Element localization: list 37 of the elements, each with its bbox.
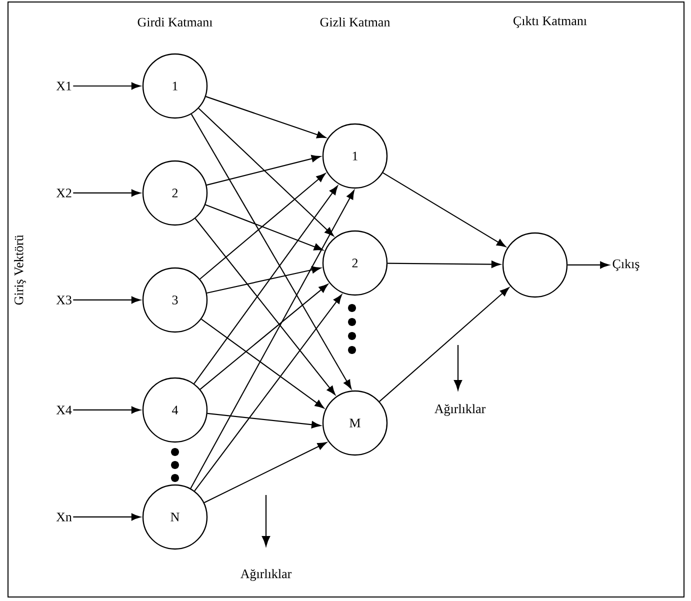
input-label: X4 <box>56 406 72 414</box>
arrow <box>206 266 321 294</box>
arrow <box>73 82 141 90</box>
arrow <box>198 108 334 236</box>
layer-title: Girdi Katmanı <box>138 17 212 27</box>
arrow <box>194 294 342 492</box>
input-label: Xn <box>56 512 72 522</box>
neuron-circle <box>502 232 568 298</box>
arrow <box>73 189 141 197</box>
arrow <box>200 284 328 390</box>
arrow <box>190 114 352 390</box>
weights-label: Ağırlıklar <box>434 404 486 416</box>
layer-title: Çıktı Katmanı <box>514 16 587 28</box>
input-label: X3 <box>56 296 72 304</box>
arrow <box>190 190 354 489</box>
arrow <box>200 173 326 280</box>
arrow <box>206 96 326 138</box>
arrow <box>73 513 141 521</box>
arrow <box>194 186 338 384</box>
weights-label: Ağırlıklar <box>240 569 292 581</box>
arrow <box>207 412 321 428</box>
arrow <box>73 406 141 414</box>
input-label: X2 <box>56 188 72 198</box>
output-label: Çıkış <box>612 259 640 271</box>
arrow <box>73 296 141 304</box>
arrow <box>206 155 321 186</box>
arrow <box>388 260 501 268</box>
input-label: X1 <box>56 82 72 90</box>
arrow <box>205 204 324 250</box>
arrow <box>201 318 324 408</box>
arrow <box>382 172 506 248</box>
axis-title: Giriş Vektörü <box>14 235 26 305</box>
arrow <box>194 218 336 395</box>
arrow <box>379 287 510 402</box>
layer-title: Gizli Katman <box>320 17 390 27</box>
arrow <box>568 261 610 269</box>
arrow <box>204 442 327 504</box>
